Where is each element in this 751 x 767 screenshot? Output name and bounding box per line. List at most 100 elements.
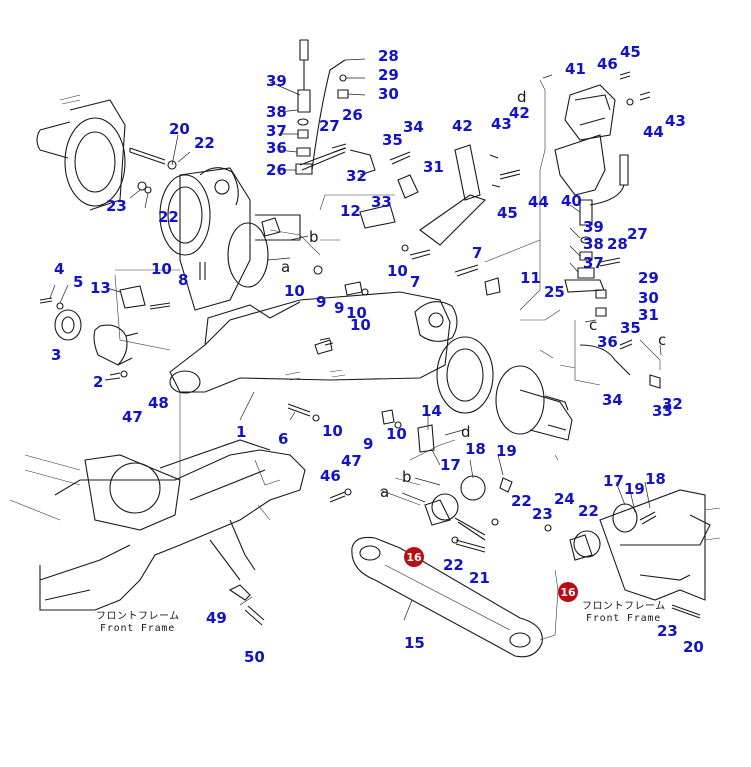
callout-2: 2 bbox=[93, 373, 103, 391]
callout-24: 24 bbox=[554, 490, 575, 508]
callout-22: 22 bbox=[578, 502, 599, 520]
callout-23: 23 bbox=[532, 505, 553, 523]
callout-30: 30 bbox=[378, 85, 399, 103]
ref-letter-d-2: d bbox=[461, 423, 471, 441]
callout-25: 25 bbox=[544, 283, 565, 301]
callout-42: 42 bbox=[452, 117, 473, 135]
callout-9: 9 bbox=[363, 435, 373, 453]
callout-50: 50 bbox=[244, 648, 265, 666]
callout-46: 46 bbox=[597, 55, 618, 73]
callout-39: 39 bbox=[266, 72, 287, 90]
callout-46: 46 bbox=[320, 467, 341, 485]
callout-13: 13 bbox=[90, 279, 111, 297]
callout-1: 1 bbox=[236, 423, 246, 441]
callout-23: 23 bbox=[657, 622, 678, 640]
callout-35: 35 bbox=[620, 319, 641, 337]
callout-19: 19 bbox=[624, 480, 645, 498]
frame-label-right-en: Front Frame bbox=[586, 613, 661, 624]
callout-22: 22 bbox=[194, 134, 215, 152]
front-frame-caption-left: フロントフレーム Front Frame bbox=[96, 610, 180, 634]
callout-22: 22 bbox=[158, 208, 179, 226]
callout-30: 30 bbox=[638, 289, 659, 307]
callout-3: 3 bbox=[51, 346, 61, 364]
reference-lines bbox=[114, 74, 662, 641]
callout-4: 4 bbox=[54, 260, 64, 278]
callout-10: 10 bbox=[151, 260, 172, 278]
callout-44: 44 bbox=[643, 123, 664, 141]
callout-37: 37 bbox=[266, 122, 287, 140]
ref-letter-a-2: a bbox=[380, 483, 389, 501]
center-bushing bbox=[424, 475, 499, 541]
ref-letter-b-1: b bbox=[309, 228, 319, 246]
callout-27: 27 bbox=[319, 117, 340, 135]
callout-19: 19 bbox=[496, 442, 517, 460]
callout-33: 33 bbox=[371, 193, 392, 211]
ref-letter-d-1: d bbox=[517, 88, 527, 106]
marker-label-1: 16 bbox=[406, 551, 422, 564]
callout-10: 10 bbox=[387, 262, 408, 280]
callout-12: 12 bbox=[340, 202, 361, 220]
callout-31: 31 bbox=[638, 306, 659, 324]
left-hose-fittings bbox=[295, 39, 349, 175]
ref-letter-c-1: c bbox=[589, 316, 597, 334]
callout-47: 47 bbox=[122, 408, 143, 426]
callout-22: 22 bbox=[511, 492, 532, 510]
callout-20: 20 bbox=[683, 638, 704, 656]
callout-10: 10 bbox=[386, 425, 407, 443]
callout-10: 10 bbox=[322, 422, 343, 440]
leader-lines bbox=[49, 58, 651, 621]
callout-7: 7 bbox=[472, 244, 482, 262]
callout-14: 14 bbox=[421, 402, 442, 420]
bracket-40 bbox=[554, 71, 651, 196]
left-axle-flange bbox=[36, 94, 126, 211]
bolt-20-left bbox=[129, 147, 177, 194]
callout-5: 5 bbox=[73, 273, 83, 291]
callout-23: 23 bbox=[106, 197, 127, 215]
callout-20: 20 bbox=[169, 120, 190, 138]
callout-37: 37 bbox=[583, 254, 604, 272]
callout-36: 36 bbox=[597, 333, 618, 351]
callout-26: 26 bbox=[342, 106, 363, 124]
callout-18: 18 bbox=[645, 470, 666, 488]
callout-27: 27 bbox=[627, 225, 648, 243]
callout-38: 38 bbox=[266, 103, 287, 121]
bracket-41 bbox=[419, 144, 521, 246]
callout-15: 15 bbox=[404, 634, 425, 652]
callout-43: 43 bbox=[665, 112, 686, 130]
callout-9: 9 bbox=[316, 293, 326, 311]
left-bushing-group bbox=[39, 285, 171, 381]
callout-41: 41 bbox=[565, 60, 586, 78]
frame-label-right-jp: フロントフレーム bbox=[582, 600, 666, 612]
callout-18: 18 bbox=[465, 440, 486, 458]
callout-38: 38 bbox=[583, 235, 604, 253]
callout-45: 45 bbox=[497, 204, 518, 222]
callout-42: 42 bbox=[509, 104, 530, 122]
ref-letter-a-1: a bbox=[281, 258, 290, 276]
callout-34: 34 bbox=[602, 391, 623, 409]
callout-29: 29 bbox=[638, 269, 659, 287]
callout-28: 28 bbox=[378, 47, 399, 65]
callout-49: 49 bbox=[206, 609, 227, 627]
marker-circle-2 bbox=[558, 582, 578, 602]
right-hose-fittings bbox=[564, 154, 661, 389]
center-support-housing bbox=[159, 167, 301, 311]
callout-26: 26 bbox=[266, 161, 287, 179]
front-frame-left bbox=[9, 439, 306, 626]
marker-circle-1 bbox=[404, 547, 424, 567]
callout-32: 32 bbox=[662, 395, 683, 413]
callout-8: 8 bbox=[178, 271, 188, 289]
callout-45: 45 bbox=[620, 43, 641, 61]
callout-17: 17 bbox=[603, 472, 624, 490]
callout-6: 6 bbox=[278, 430, 288, 448]
callout-43: 43 bbox=[491, 115, 512, 133]
callout-32: 32 bbox=[346, 167, 367, 185]
callout-39: 39 bbox=[583, 218, 604, 236]
misc-hardware bbox=[199, 244, 657, 553]
frame-label-jp: フロントフレーム bbox=[96, 610, 180, 622]
callout-44: 44 bbox=[528, 193, 549, 211]
callout-36: 36 bbox=[266, 139, 287, 157]
callout-47: 47 bbox=[341, 452, 362, 470]
